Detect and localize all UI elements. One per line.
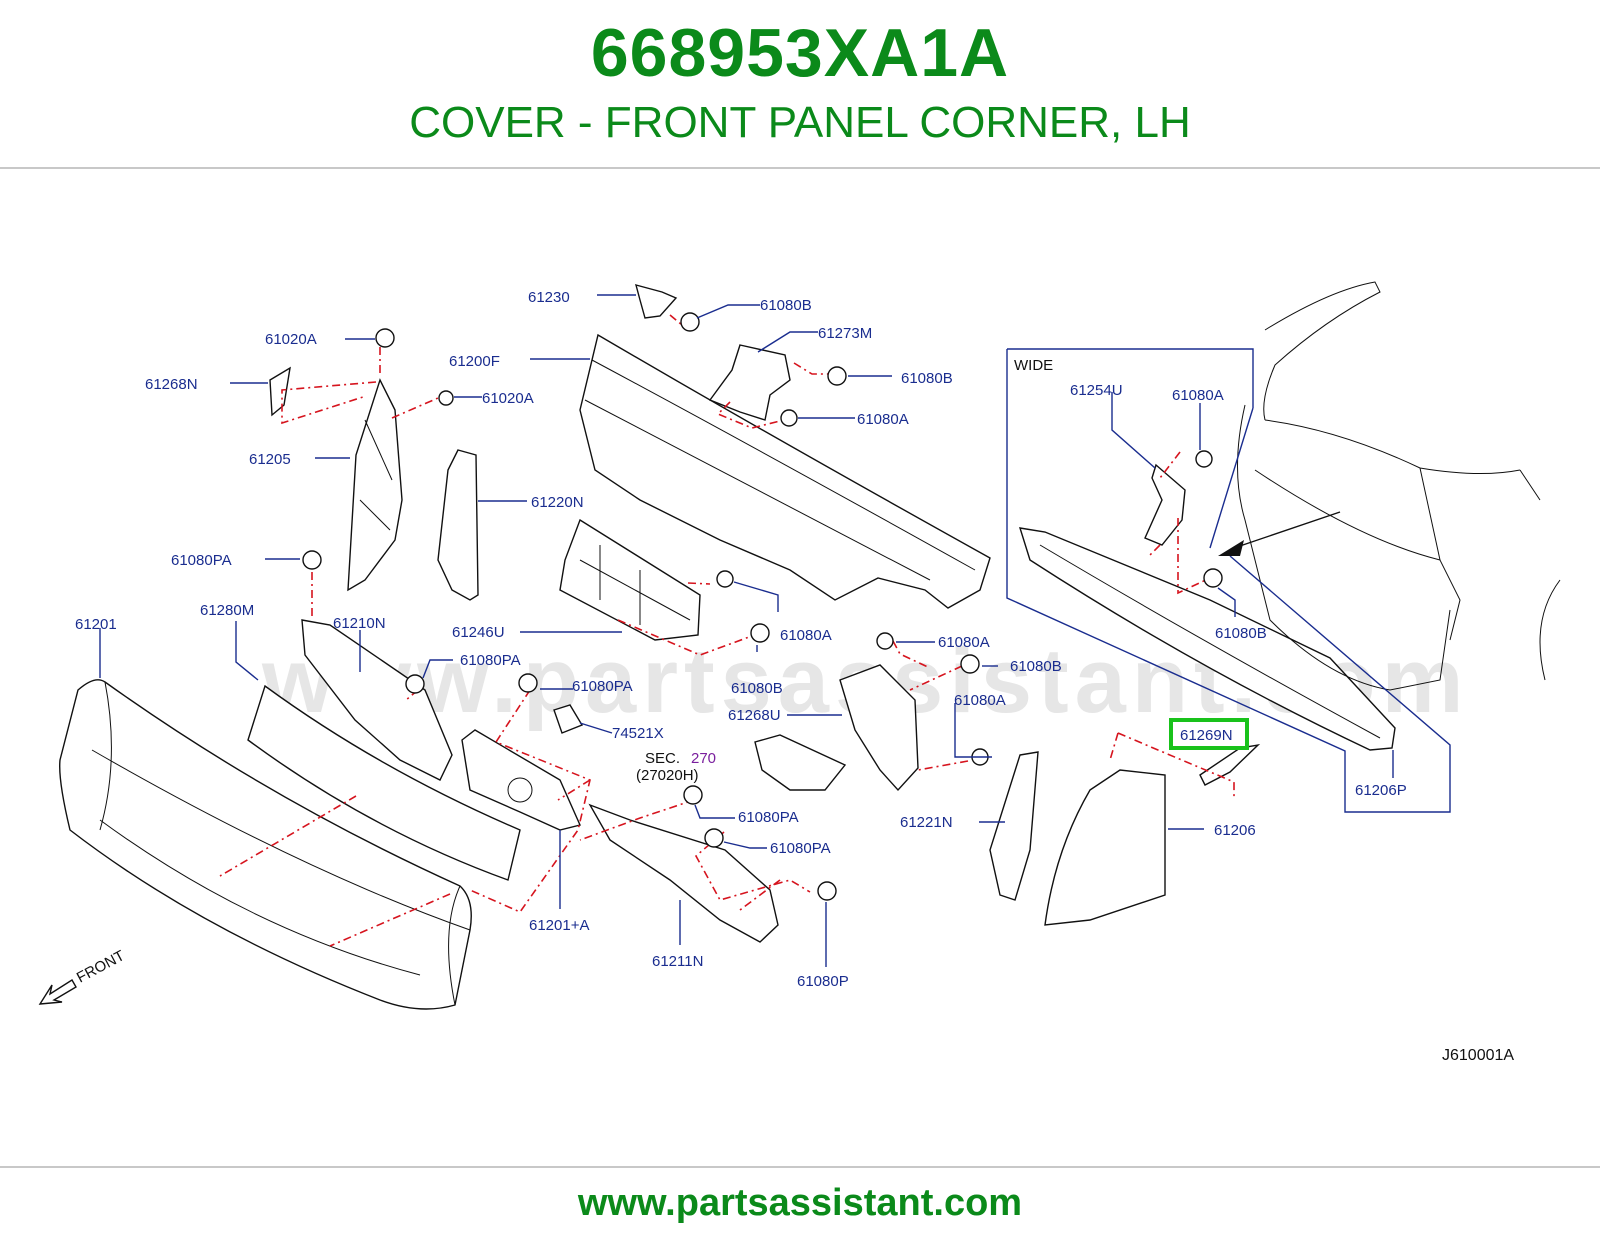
part-61206[interactable] xyxy=(1044,769,1166,926)
part-61269N[interactable] xyxy=(1199,743,1261,786)
part-61273M[interactable] xyxy=(708,344,791,421)
part-61268N[interactable] xyxy=(269,366,291,417)
part-61268U[interactable] xyxy=(839,664,919,792)
part-61201[interactable] xyxy=(59,679,472,1010)
part-61200F[interactable] xyxy=(579,333,991,609)
label-61273M[interactable]: 61273M xyxy=(818,325,872,342)
header: 668953XA1A COVER - FRONT PANEL CORNER, L… xyxy=(0,0,1600,168)
part-61210N[interactable] xyxy=(301,619,453,781)
label-61080P[interactable]: 61080P xyxy=(797,973,849,990)
label-61246U[interactable]: 61246U xyxy=(452,624,505,641)
label-61254U[interactable]: 61254U xyxy=(1070,382,1123,399)
label-61080PA-4[interactable]: 61080PA xyxy=(738,809,799,826)
part-61221N[interactable] xyxy=(989,751,1039,901)
label-61206P[interactable]: 61206P xyxy=(1355,782,1407,799)
part-61205[interactable] xyxy=(347,378,403,592)
label-sec: SEC. xyxy=(645,750,680,767)
part-61246U[interactable] xyxy=(559,518,701,641)
label-61280M[interactable]: 61280M xyxy=(200,602,254,619)
label-61080A-5[interactable]: 61080A xyxy=(1172,387,1224,404)
label-sec-270[interactable]: 270 xyxy=(691,750,716,767)
highlight-box-61269N xyxy=(1169,718,1249,750)
part-61254U[interactable] xyxy=(1144,463,1186,546)
label-61201A[interactable]: 61201+A xyxy=(529,917,589,934)
assembly-lines xyxy=(219,314,1235,947)
part-61211N[interactable] xyxy=(588,803,779,943)
front-arrow-icon xyxy=(38,979,77,1005)
label-61210N[interactable]: 61210N xyxy=(333,615,386,632)
header-divider xyxy=(0,167,1600,169)
label-61220N[interactable]: 61220N xyxy=(531,494,584,511)
label-61080A-3[interactable]: 61080A xyxy=(938,634,990,651)
part-61220N[interactable] xyxy=(437,449,479,601)
label-61269N-highlighted[interactable]: 61269N xyxy=(1180,727,1233,744)
label-61268N[interactable]: 61268N xyxy=(145,376,198,393)
part-61201A[interactable] xyxy=(461,729,581,831)
vehicle-outline xyxy=(1237,281,1561,691)
label-61205[interactable]: 61205 xyxy=(249,451,291,468)
part-61230[interactable] xyxy=(635,284,678,319)
label-61080PA-1[interactable]: 61080PA xyxy=(171,552,232,569)
label-61268U[interactable]: 61268U xyxy=(728,707,781,724)
label-61080B-1[interactable]: 61080B xyxy=(760,297,812,314)
label-61200F[interactable]: 61200F xyxy=(449,353,500,370)
label-61206[interactable]: 61206 xyxy=(1214,822,1256,839)
label-61080PA-2[interactable]: 61080PA xyxy=(460,652,521,669)
label-61080A-2[interactable]: 61080A xyxy=(780,627,832,644)
label-61201[interactable]: 61201 xyxy=(75,616,117,633)
front-direction-indicator: FRONT xyxy=(38,947,128,1005)
label-61080B-5[interactable]: 61080B xyxy=(1215,625,1267,642)
leader-lines xyxy=(99,294,1394,967)
parts-diagram: www.partsassistant.com xyxy=(38,281,1561,1064)
part-description: COVER - FRONT PANEL CORNER, LH xyxy=(409,98,1191,147)
front-label: FRONT xyxy=(74,947,128,986)
label-61230[interactable]: 61230 xyxy=(528,289,570,306)
footer-divider xyxy=(0,1166,1600,1168)
label-61080A-1[interactable]: 61080A xyxy=(857,411,909,428)
label-61080PA-3[interactable]: 61080PA xyxy=(572,678,633,695)
part-sec-270[interactable] xyxy=(754,734,847,791)
label-74521X[interactable]: 74521X xyxy=(612,725,664,742)
part-61206P[interactable] xyxy=(1018,527,1396,751)
part-74521X[interactable] xyxy=(553,704,584,734)
label-61080B-4[interactable]: 61080B xyxy=(1010,658,1062,675)
label-61080B-3[interactable]: 61080B xyxy=(731,680,783,697)
wide-arrowhead xyxy=(1218,540,1244,556)
label-61080B-2[interactable]: 61080B xyxy=(901,370,953,387)
part-number: 668953XA1A xyxy=(590,15,1010,91)
wide-label: WIDE xyxy=(1014,357,1053,374)
diagram-code: J610001A xyxy=(1442,1047,1514,1064)
wide-box-outline xyxy=(1006,348,1451,813)
part-61280M[interactable] xyxy=(247,684,521,881)
footer-url[interactable]: www.partsassistant.com xyxy=(577,1182,1023,1224)
label-61221N[interactable]: 61221N xyxy=(900,814,953,831)
label-61211N[interactable]: 61211N xyxy=(652,953,703,970)
label-sec-sub: (27020H) xyxy=(636,767,699,784)
label-61020A-1[interactable]: 61020A xyxy=(265,331,317,348)
label-61080A-4[interactable]: 61080A xyxy=(954,692,1006,709)
label-61080PA-5[interactable]: 61080PA xyxy=(770,840,831,857)
wide-arrow xyxy=(1233,511,1341,549)
label-61020A-2[interactable]: 61020A xyxy=(482,390,534,407)
